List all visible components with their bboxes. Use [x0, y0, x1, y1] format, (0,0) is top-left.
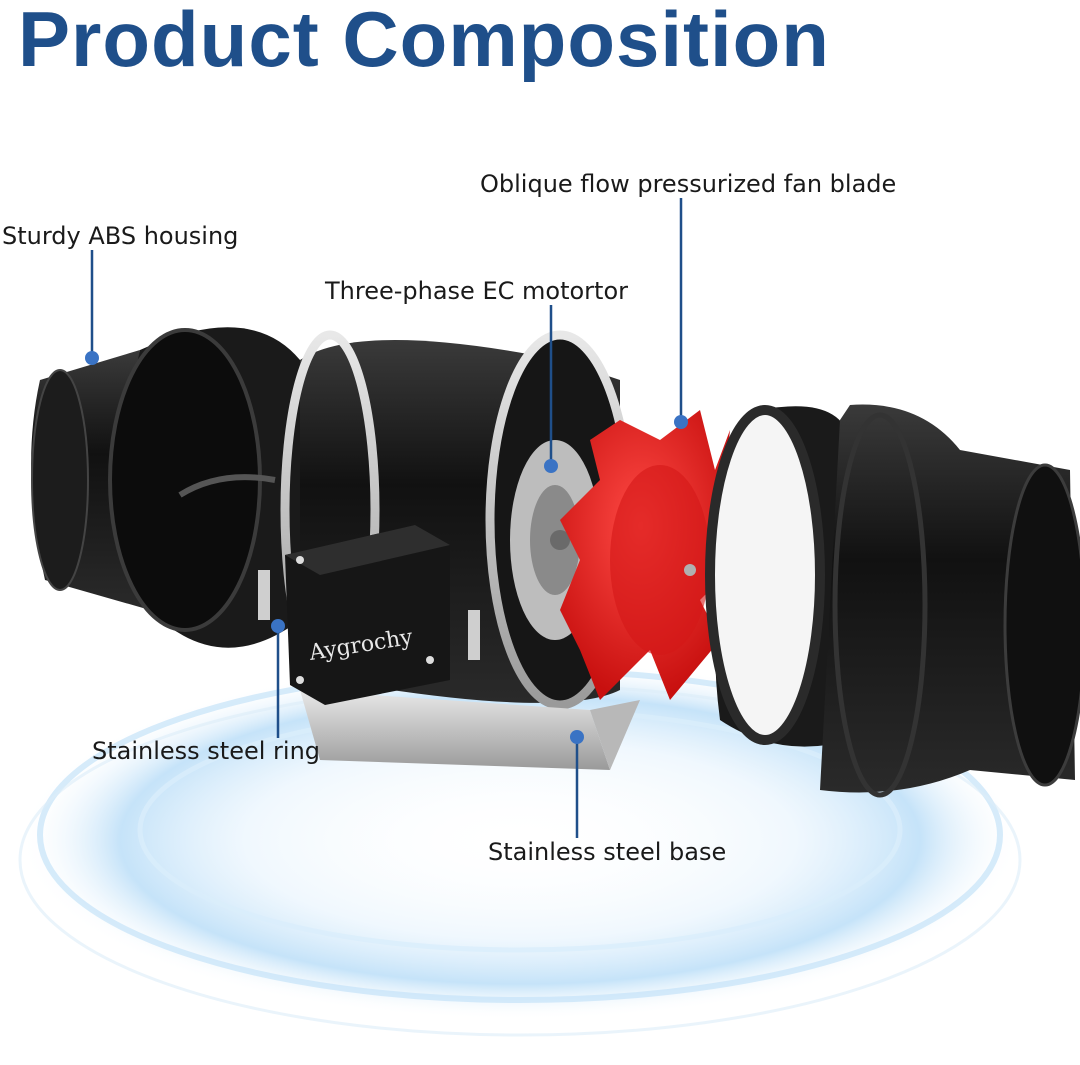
- callout-fan-blade: Oblique flow pressurized fan blade: [480, 170, 897, 198]
- fan-blade: [560, 410, 740, 700]
- junction-box: [285, 525, 450, 705]
- steel-base: [300, 690, 640, 770]
- callout-ring: Stainless steel ring: [92, 737, 321, 765]
- callout-lines: [85, 198, 688, 838]
- callout-housing: Sturdy ABS housing: [2, 222, 239, 250]
- page-title: Product Composition: [18, 0, 830, 83]
- right-flange: [705, 405, 850, 747]
- ring-clamps: [258, 570, 480, 660]
- right-collar: [820, 404, 1080, 798]
- left-collar: [31, 327, 300, 648]
- callout-motor: Three-phase EC motortor: [325, 277, 628, 305]
- callout-base: Stainless steel base: [488, 838, 727, 866]
